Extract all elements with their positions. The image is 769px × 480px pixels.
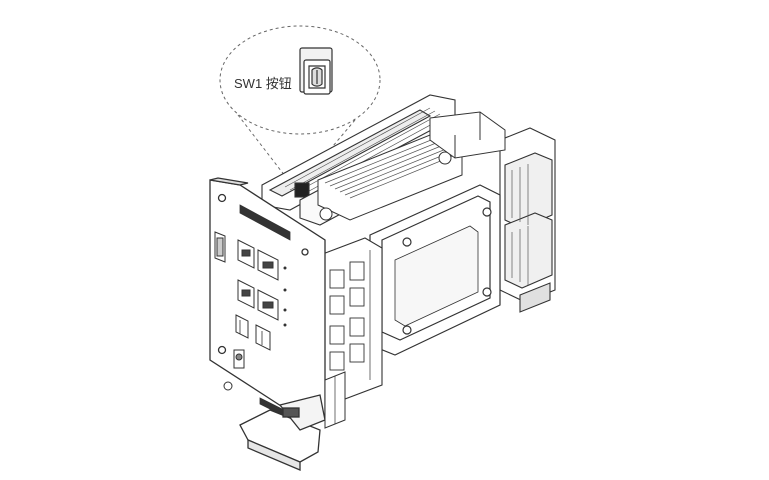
top-bracket [429,111,506,159]
status-leds [283,266,287,327]
rear-connectors [499,127,556,313]
sw1-button-label: SW1 按钮 [234,76,292,91]
sma-connector [223,349,245,391]
panel-logo [239,204,291,241]
mezzanine-board [369,184,501,356]
sw1-button-icon [299,47,333,95]
memory-module [319,237,383,403]
usb-ports [235,314,271,351]
video-port [214,231,226,263]
ethernet-ports [237,239,279,321]
guide-rails [324,371,346,429]
ejector-handle [239,394,326,471]
